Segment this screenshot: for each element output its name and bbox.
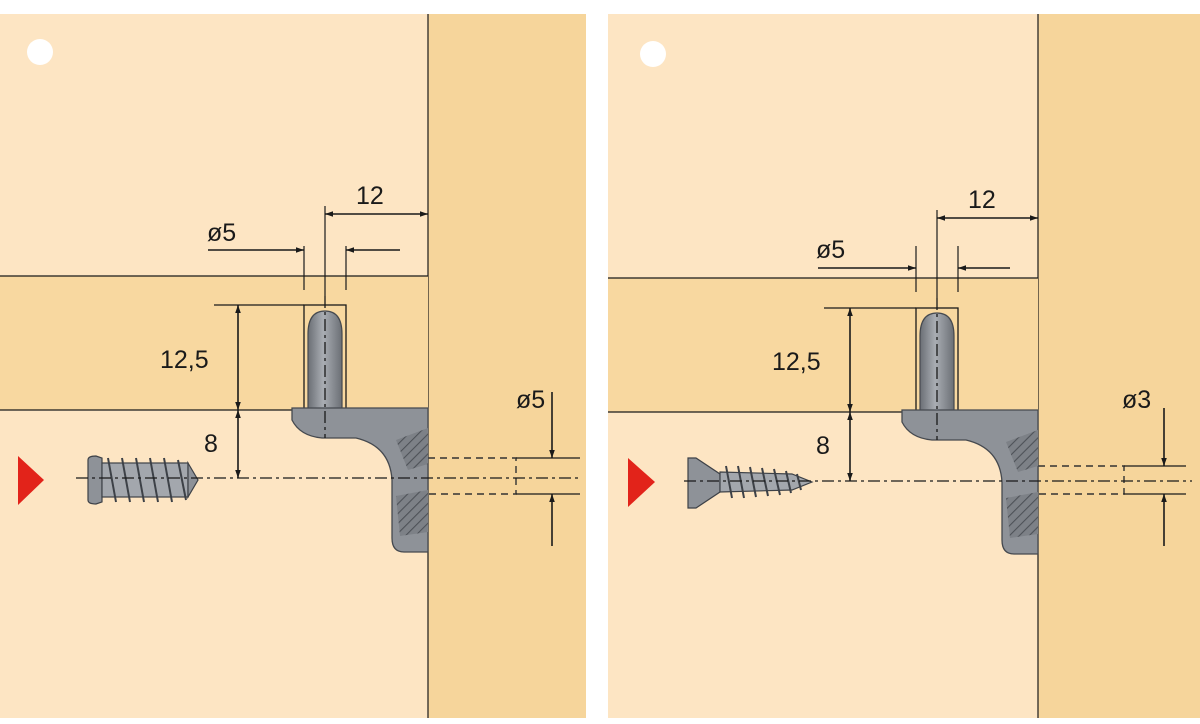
- red-arrow-icon: [18, 456, 44, 505]
- pin-depth-label: 12,5: [772, 348, 821, 376]
- shelf-support-bracket: [901, 409, 1039, 555]
- screw-offset-label: 8: [816, 432, 830, 460]
- pin-offset-label: 12: [968, 186, 996, 214]
- shelf-board: [608, 278, 1038, 412]
- panel-left: ø5 12 12,5 8 ø5: [0, 14, 586, 718]
- hole-icon: [27, 39, 53, 65]
- shelf-support-bracket: [291, 407, 429, 553]
- pin-diameter-label: ø5: [207, 219, 236, 247]
- red-arrow-icon: [628, 458, 655, 507]
- pin-diameter-label: ø5: [816, 236, 845, 264]
- bracket-section-lower: [1006, 492, 1038, 538]
- pin-depth-label: 12,5: [160, 346, 209, 374]
- pin-offset-label: 12: [356, 182, 384, 210]
- side-panel: [428, 14, 586, 718]
- bracket-section-upper: [1006, 430, 1038, 472]
- countersunk-wood-screw: [687, 457, 814, 509]
- side-panel: [1038, 14, 1200, 718]
- hole-icon: [640, 41, 666, 67]
- shelf-board: [0, 276, 428, 410]
- side-hole-outline: [1038, 465, 1125, 495]
- euro-screw: [87, 455, 199, 505]
- side-hole-label: ø5: [516, 386, 545, 414]
- side-hole-outline: [428, 457, 517, 495]
- bracket-section-lower: [396, 490, 428, 536]
- bracket-section-upper: [396, 428, 428, 470]
- panel-right: ø5 12 12,5 8 ø3: [608, 14, 1200, 718]
- screw-offset-label: 8: [204, 430, 218, 458]
- side-hole-label: ø3: [1122, 386, 1151, 414]
